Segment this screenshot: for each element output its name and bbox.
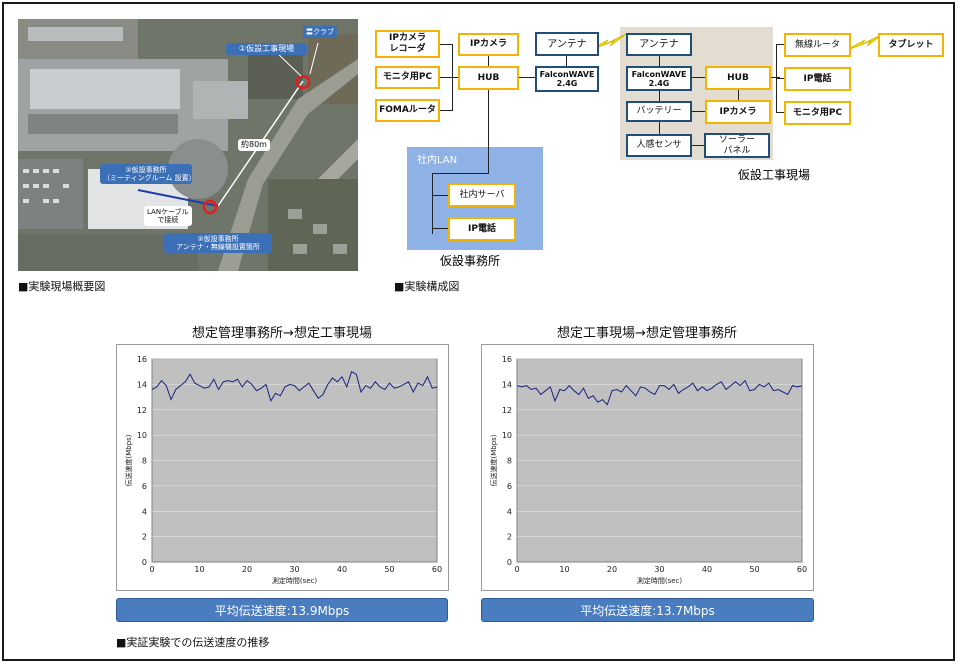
box-hub-right: HUB — [705, 66, 771, 90]
series-line — [151, 370, 438, 403]
box-monitor-pc: モニタ用PC — [375, 66, 440, 89]
label-lan: LANケーブル で接続 — [144, 206, 192, 226]
x-tick-label: 50 — [384, 565, 394, 574]
box-ipcam: IPカメラ — [458, 33, 519, 56]
x-tick-label: 0 — [514, 565, 519, 574]
x-tick-label: 30 — [654, 565, 664, 574]
y-tick-label: 10 — [502, 431, 512, 440]
box-tablet: タブレット — [878, 33, 944, 57]
y-tick-label: 14 — [502, 380, 512, 389]
x-tick-label: 60 — [797, 565, 807, 574]
box-antenna-right: アンテナ — [626, 33, 692, 56]
chart1-average: 平均伝送速度:13.9Mbps — [116, 598, 448, 622]
y-tick-label: 2 — [142, 533, 147, 542]
site-title: 仮設工事現場 — [738, 168, 811, 182]
x-axis-label: 測定時間(sec) — [272, 576, 318, 585]
chart2-box: 0 2 4 6 8 10 12 14 16 0 10 20 30 40 50 60 測定時間(sec) 伝送速度(… — [481, 344, 814, 591]
y-axis-label: 伝送速度(Mbps) — [489, 434, 498, 486]
box-server: 社内サーバ — [448, 183, 516, 207]
office-title: 仮設事務所 — [440, 254, 501, 268]
photo-caption: ■実験現場概要図 — [18, 280, 106, 293]
box-hub: HUB — [458, 66, 519, 90]
chart1-title: 想定管理事務所→想定工事現場 — [192, 326, 372, 341]
chart2-average: 平均伝送速度:13.7Mbps — [481, 598, 814, 622]
y-tick-label: 6 — [507, 482, 512, 491]
y-tick-label: 8 — [142, 457, 147, 466]
chart1-box: 0 2 4 6 8 10 12 14 16 0 10 20 30 40 50 60 測定時間(sec) 伝送速度(… — [116, 344, 449, 591]
y-tick-label: 0 — [507, 558, 512, 567]
network-caption: ■実験構成図 — [394, 280, 460, 293]
label-antenna-site: ②仮設事務所 アンテナ・無線機設置箇所 — [164, 233, 272, 253]
x-tick-label: 10 — [559, 565, 569, 574]
x-tick-label: 10 — [194, 565, 204, 574]
x-tick-label: 0 — [149, 565, 154, 574]
label-site: ①仮設工事現場 — [226, 43, 307, 55]
box-motion-sensor: 人感センサ — [626, 134, 692, 157]
box-ipphone-right: IP電話 — [784, 67, 851, 91]
box-wireless-router: 無線ルータ — [784, 33, 851, 57]
box-falconwave-right: FalconWAVE 2.4G — [626, 66, 692, 91]
y-tick-label: 4 — [142, 507, 147, 516]
label-club: 〓クラブ — [303, 26, 337, 38]
y-tick-label: 2 — [507, 533, 512, 542]
x-tick-label: 40 — [337, 565, 347, 574]
box-falconwave-left: FalconWAVE 2.4G — [535, 66, 599, 92]
label-office: ②仮設事務所 （ミーティングルーム 設置） — [100, 164, 196, 184]
y-axis-label: 伝送速度(Mbps) — [124, 434, 133, 486]
y-tick-label: 0 — [142, 558, 147, 567]
y-tick-label: 12 — [502, 406, 512, 415]
box-ipcam-recorder: IPカメラ レコーダ — [375, 30, 440, 58]
box-foma-router: FOMAルータ — [375, 99, 440, 122]
chart2-title: 想定工事現場→想定管理事務所 — [557, 326, 737, 341]
lan-label: 社内LAN — [417, 155, 458, 166]
aerial-map — [18, 19, 358, 271]
y-tick-label: 16 — [502, 355, 512, 364]
y-tick-label: 10 — [137, 431, 147, 440]
x-tick-label: 40 — [702, 565, 712, 574]
x-axis-label: 測定時間(sec) — [637, 576, 683, 585]
series-line — [516, 379, 803, 406]
x-tick-label: 20 — [607, 565, 617, 574]
x-tick-label: 50 — [749, 565, 759, 574]
charts-caption: ■実証実験での伝送速度の推移 — [116, 636, 270, 649]
x-tick-label: 30 — [289, 565, 299, 574]
y-tick-label: 14 — [137, 380, 147, 389]
x-tick-label: 60 — [432, 565, 442, 574]
box-ipcam-right: IPカメラ — [705, 100, 771, 124]
chart2-svg: 0 2 4 6 8 10 12 14 16 0 10 20 30 40 50 60 測定時間(sec) 伝送速度(… — [489, 355, 807, 585]
y-tick-label: 8 — [507, 457, 512, 466]
aerial-photo: 〓クラブ ①仮設工事現場 約80m ②仮設事務所 （ミーティングルーム 設置） … — [18, 19, 358, 271]
y-tick-label: 16 — [137, 355, 147, 364]
y-tick-label: 12 — [137, 406, 147, 415]
y-tick-label: 4 — [507, 507, 512, 516]
box-monitor-pc-right: モニタ用PC — [784, 101, 851, 125]
box-battery: バッテリー — [626, 101, 692, 122]
box-solar-panel: ソーラー パネル — [704, 133, 770, 158]
y-tick-label: 6 — [142, 482, 147, 491]
label-distance: 約80m — [238, 139, 270, 151]
box-ipphone-left: IP電話 — [448, 217, 516, 241]
chart1-svg: 0 2 4 6 8 10 12 14 16 0 10 20 30 40 50 60 測定時間(sec) 伝送速度(… — [124, 355, 442, 585]
box-antenna-left: アンテナ — [535, 32, 599, 56]
x-tick-label: 20 — [242, 565, 252, 574]
